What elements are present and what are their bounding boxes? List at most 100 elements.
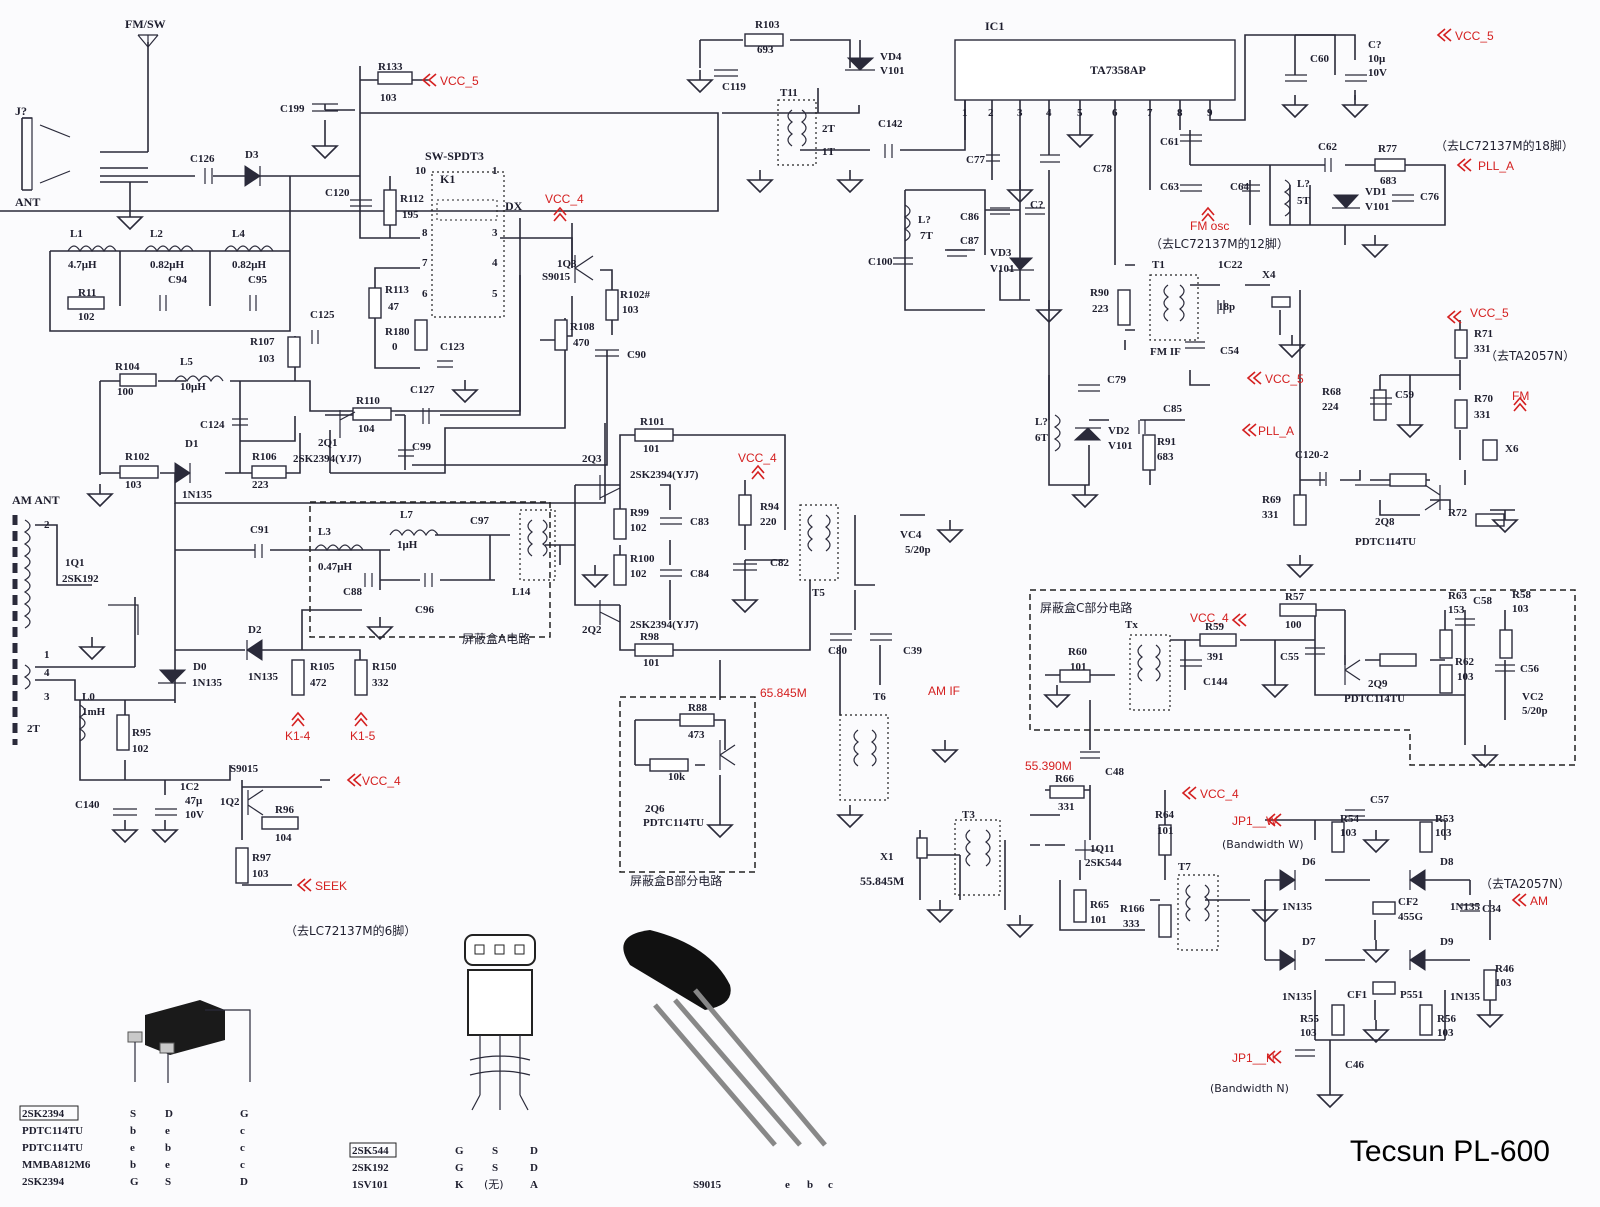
r102b-label-1: R102# [620, 289, 650, 301]
r166-label-1: R166 [1120, 903, 1145, 915]
to92-pin-3b: (无) [484, 1178, 504, 1191]
vcc4-label-1: VCC_4 [545, 192, 584, 206]
r94-label-2: 220 [760, 516, 777, 528]
note-labels: （去LC72137M的18脚） （去LC72137M的12脚） （去LC7213… [285, 138, 1575, 1095]
c56-label-1: C56 [1520, 663, 1539, 675]
ic-pin-4: 4 [1046, 107, 1052, 119]
c123-label-1: C123 [440, 341, 465, 353]
q11-label-1: 1Q11 [1090, 843, 1114, 855]
r65-label-1: R65 [1090, 899, 1109, 911]
to92-row-2: 2SK192 G S D [352, 1162, 538, 1174]
c119-label-1: C119 [722, 81, 746, 93]
r54-label-2: 103 [1340, 827, 1357, 839]
t11b-label-2: 1T [822, 146, 836, 158]
am-coil-pin-4: 4 [44, 667, 50, 679]
c82-label-1: C82 [770, 557, 789, 569]
to92-pin-3a: K [455, 1179, 464, 1191]
r77-label-1: R77 [1378, 143, 1397, 155]
r90-label-2: 223 [1092, 303, 1109, 315]
c124-label-1: C124 [200, 419, 225, 431]
r88-label-1: R88 [688, 702, 707, 714]
smd-pin-3c: c [240, 1142, 245, 1154]
r100-label-1: R100 [630, 553, 655, 565]
ic1-ref: IC1 [985, 19, 1004, 33]
r58-label-1: R58 [1512, 589, 1531, 601]
k1-5-label: K1-5 [350, 729, 376, 743]
q2-label-2: 2SK2394(YJ7) [293, 453, 362, 465]
vc4-label-2: 5/20p [905, 544, 931, 556]
c79-label-1: C79 [1107, 374, 1126, 386]
ic-pin-8: 8 [1177, 107, 1183, 119]
smd-pin-5c: D [240, 1176, 248, 1188]
r57-label-2: 100 [1285, 619, 1302, 631]
smd-row-2: PDTC114TU b e c [22, 1125, 245, 1137]
r55-label-2: 103 [1300, 1027, 1317, 1039]
note-lc6: （去LC72137M的6脚） [285, 923, 416, 938]
d3-label-1: D3 [245, 149, 259, 161]
q29-label-1: 2Q9 [1368, 678, 1388, 690]
wiring [0, 34, 1515, 1085]
s9015-name: S9015 [693, 1179, 722, 1191]
r95-label-1: R95 [132, 727, 151, 739]
ant-label: ANT [15, 195, 40, 209]
vcc4-label-2: VCC_4 [738, 451, 777, 465]
c57-label-1: C57 [1370, 794, 1389, 806]
q2q3-label-2: 2SK2394(YJ7) [630, 469, 699, 481]
l5-label-1: L5 [180, 356, 193, 368]
l3-label-2: 0.47μH [318, 561, 352, 573]
c85-label-1: C85 [1163, 403, 1182, 415]
d2-label-1: D2 [248, 624, 262, 636]
vd1-label-1: VD1 [1365, 186, 1386, 198]
r101-label-2: 101 [643, 443, 660, 455]
note-lc18: （去LC72137M的18脚） [1435, 138, 1574, 153]
r97-label-2: 103 [252, 868, 269, 880]
x6-label-1: X6 [1505, 443, 1519, 455]
jp1-w-label: JP1__W [1232, 814, 1278, 828]
c140-label-1: C140 [75, 799, 100, 811]
k10-label-1: 10k [668, 771, 686, 783]
smd-pin-4b: e [165, 1159, 170, 1171]
c94-label-1: C94 [168, 274, 187, 286]
switch-ref: K1 [440, 172, 455, 186]
to92-pin-1a: G [455, 1145, 464, 1157]
ic-pin-3: 3 [1017, 107, 1023, 119]
pinout-smd-table: 2SK2394 S D G PDTC114TU b e c PDTC114TU … [19, 1105, 249, 1188]
vd3-label-2: V101 [990, 263, 1014, 275]
fm-label: FM [1512, 389, 1529, 403]
r54-label-1: R54 [1340, 813, 1359, 825]
c125-label-1: C125 [310, 309, 335, 321]
c60-label-1: C60 [1310, 53, 1329, 65]
c2-label-1: 1C2 [180, 781, 199, 793]
t5-label-1: T5 [812, 587, 825, 599]
r133-label-2: 103 [380, 92, 397, 104]
l1-label-1: L1 [70, 228, 83, 240]
r58-label-2: 103 [1512, 603, 1529, 615]
r91-label-2: 683 [1157, 451, 1174, 463]
d2-label-2: 1N135 [248, 671, 278, 683]
r69-label-2: 331 [1262, 509, 1279, 521]
to92-pin-3c: A [530, 1179, 538, 1191]
q2q2-label-1: 2Q2 [582, 624, 602, 636]
r103-label-1: R103 [755, 19, 780, 31]
r106-label-2: 223 [252, 479, 269, 491]
ic1-chip [954, 39, 1236, 101]
l4-label-1: L4 [232, 228, 245, 240]
l2-label-2: 0.82μH [150, 259, 184, 271]
r99-label-1: R99 [630, 507, 649, 519]
smd-row-1: 2SK2394 S D G [22, 1108, 249, 1120]
r105-label-1: R105 [310, 661, 335, 673]
switch-dx: DX [505, 199, 523, 213]
cq10-label-2: 10μ [1368, 53, 1386, 65]
q2q2-label-2: 2SK2394(YJ7) [630, 619, 699, 631]
r66-label-1: R66 [1055, 773, 1074, 785]
fm-sw-antenna-label: FM/SW [125, 17, 166, 31]
c34-label-1: C34 [1482, 903, 1501, 915]
q1-label-2: 2SK192 [62, 573, 99, 585]
r102-label-1: R102 [125, 451, 150, 463]
c59-label-1: C59 [1395, 389, 1414, 401]
l14-label-1: L14 [512, 586, 531, 598]
cf1-label-1: CF1 [1347, 989, 1367, 1001]
